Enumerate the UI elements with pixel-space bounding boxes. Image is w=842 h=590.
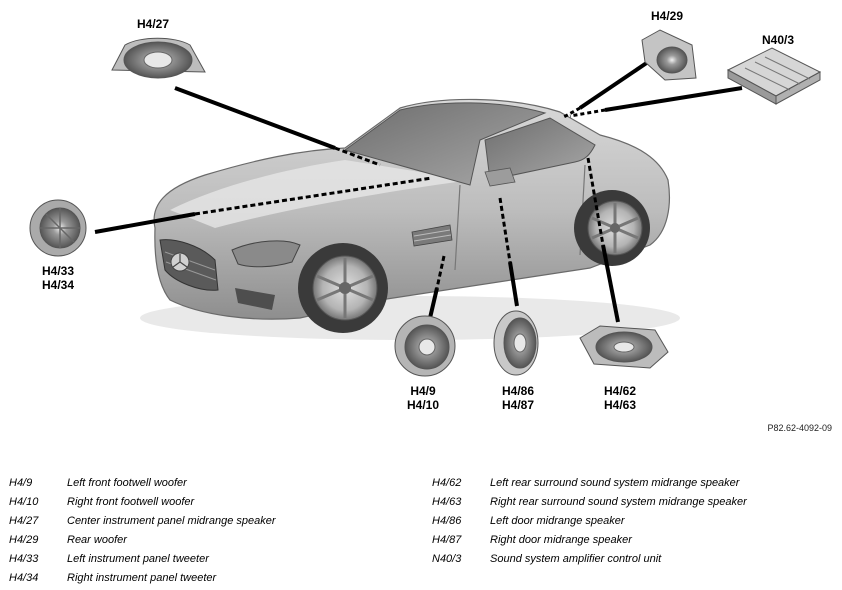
amplifier-n40-3-icon [726, 47, 822, 105]
legend-row: H4/10 Right front footwell woofer [9, 493, 276, 512]
callout-label: H4/9 [410, 384, 436, 398]
callout-h4-33-34: H4/33 H4/34 [42, 264, 74, 292]
legend-desc: Right rear surround sound system midrang… [490, 496, 747, 508]
legend-row: H4/27 Center instrument panel midrange sp… [9, 512, 276, 531]
legend-desc: Left door midrange speaker [490, 515, 625, 527]
legend-row: H4/29 Rear woofer [9, 531, 276, 550]
legend-desc: Right front footwell woofer [67, 496, 195, 508]
legend-code: H4/27 [9, 515, 39, 527]
callout-h4-86-87: H4/86 H4/87 [502, 384, 534, 412]
callout-label: H4/87 [502, 398, 535, 412]
legend-code: H4/86 [432, 515, 462, 527]
callout-n40-3: N40/3 [762, 33, 794, 47]
speaker-h4-62-63-icon [579, 325, 669, 369]
front-wheel [298, 243, 388, 333]
legend-code: H4/34 [9, 572, 39, 584]
legend-code: H4/9 [9, 477, 33, 489]
callout-label: H4/34 [42, 278, 75, 292]
legend-row: H4/63 Right rear surround sound system mi… [432, 493, 747, 512]
callout-h4-29: H4/29 [651, 9, 683, 23]
legend-code: N40/3 [432, 553, 462, 565]
legend-desc: Rear woofer [67, 534, 127, 546]
speaker-h4-29-icon [641, 29, 697, 81]
figure-code: P82.62-4092-09 [767, 423, 832, 433]
callout-label: H4/62 [604, 384, 637, 398]
callout-label: H4/86 [502, 384, 535, 398]
legend-desc: Center instrument panel midrange speaker [67, 515, 276, 527]
rear-wheel [574, 190, 650, 266]
legend-code: H4/33 [9, 553, 39, 565]
legend-code: H4/63 [432, 496, 462, 508]
callout-label: H4/27 [137, 17, 170, 31]
callout-label: H4/10 [407, 398, 440, 412]
legend-row: H4/9 Left front footwell woofer [9, 474, 276, 493]
legend-row: H4/62 Left rear surround sound system mid… [432, 474, 747, 493]
callout-h4-62-63: H4/62 H4/63 [604, 384, 636, 412]
car-body [140, 98, 680, 340]
car-speaker-diagram [29, 29, 822, 377]
legend-row: H4/86 Left door midrange speaker [432, 512, 747, 531]
legend-desc: Left instrument panel tweeter [67, 553, 209, 565]
legend-desc: Sound system amplifier control unit [490, 553, 662, 565]
callout-label: H4/33 [42, 264, 75, 278]
legend-row: H4/33 Left instrument panel tweeter [9, 550, 276, 569]
legend-row: N40/3 Sound system amplifier control unit [432, 550, 747, 569]
legend-right: H4/62 Left rear surround sound system mid… [432, 474, 747, 569]
legend-code: H4/62 [432, 477, 462, 489]
legend-row: H4/34 Right instrument panel tweeter [9, 569, 276, 588]
callout-label: H4/63 [604, 398, 637, 412]
speaker-h4-86-87-icon [493, 310, 539, 376]
leader-lines [94, 60, 743, 323]
legend-desc: Right instrument panel tweeter [67, 572, 217, 584]
legend-desc: Left front footwell woofer [67, 477, 187, 489]
legend-code: H4/29 [9, 534, 39, 546]
legend-code: H4/87 [432, 534, 462, 546]
callout-label: N40/3 [762, 33, 795, 47]
speaker-h4-9-10-icon [394, 315, 456, 377]
legend-desc: Left rear surround sound system midrange… [490, 477, 740, 489]
legend-row: H4/87 Right door midrange speaker [432, 531, 747, 550]
callout-h4-27: H4/27 [137, 17, 169, 31]
speaker-h4-27-icon [111, 37, 206, 79]
callout-h4-9-10: H4/9 H4/10 [407, 384, 439, 412]
legend-desc: Right door midrange speaker [490, 534, 632, 546]
callout-label: H4/29 [651, 9, 684, 23]
speaker-h4-33-34-icon [29, 199, 87, 257]
legend-code: H4/10 [9, 496, 39, 508]
